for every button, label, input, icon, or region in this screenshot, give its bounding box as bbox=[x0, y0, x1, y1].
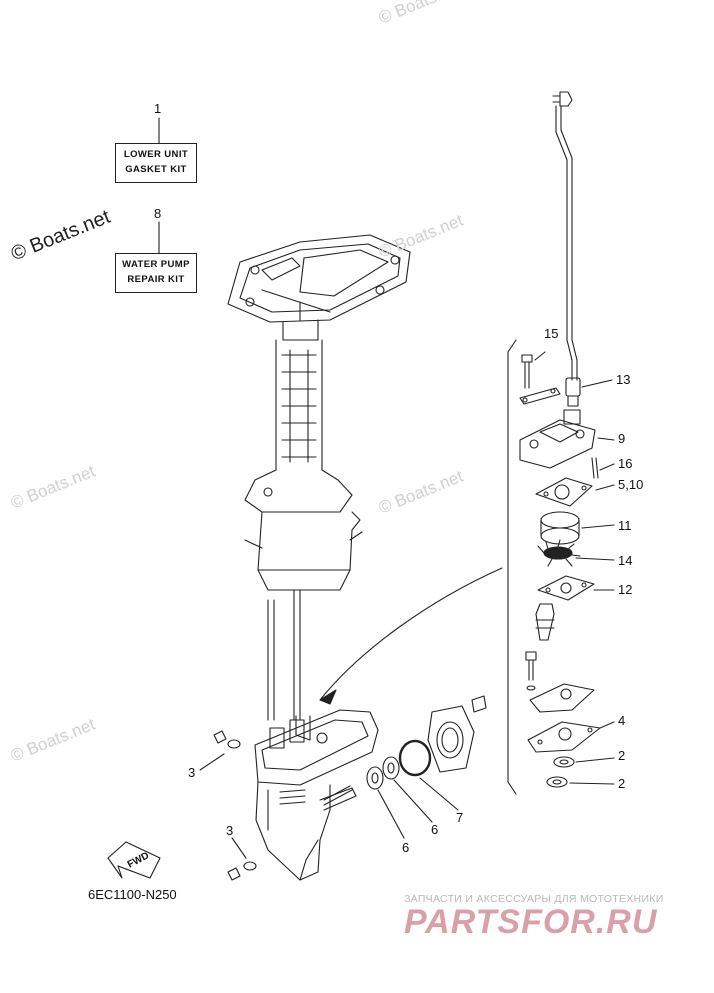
kit-8-label: WATER PUMP REPAIR KIT bbox=[115, 253, 197, 293]
part-11-cartridge bbox=[540, 511, 615, 545]
kit-8-line2: REPAIR KIT bbox=[127, 274, 185, 285]
kit-1-label: LOWER UNIT GASKET KIT bbox=[115, 143, 197, 183]
callout-4: 4 bbox=[618, 713, 626, 728]
banner-brand: PARTSFOR.RU bbox=[404, 903, 658, 941]
callout-16: 16 bbox=[618, 456, 633, 471]
part-12-plate bbox=[537, 575, 615, 601]
shift-rod bbox=[552, 91, 578, 381]
callout-14: 14 bbox=[618, 553, 633, 568]
callout-12: 12 bbox=[618, 582, 633, 597]
callout-2b: 2 bbox=[618, 776, 626, 791]
drive-shaft-housing bbox=[244, 339, 363, 591]
kit-1-line1: LOWER UNIT bbox=[123, 149, 189, 160]
callout-6a: 6 bbox=[402, 840, 410, 855]
diagram-part-code: 6EC1100-N250 bbox=[88, 887, 177, 902]
kit-8-ref: 8 bbox=[154, 206, 162, 221]
callout-3b: 3 bbox=[226, 823, 234, 838]
pump-group-bracket bbox=[507, 339, 517, 795]
part-4-gasket bbox=[527, 721, 615, 753]
callout-11: 11 bbox=[618, 518, 632, 533]
part-9-pump-housing bbox=[519, 409, 615, 469]
drive-shaft bbox=[267, 589, 311, 741]
part-2-seal-b bbox=[546, 776, 615, 788]
part-15-bolt bbox=[519, 351, 561, 405]
part-13-grommet bbox=[565, 377, 613, 407]
kit-1-line2: GASKET KIT bbox=[125, 164, 187, 175]
lower-casing bbox=[254, 709, 379, 881]
bearing-carrier bbox=[427, 695, 487, 773]
part-6-washer-a bbox=[366, 766, 405, 839]
callout-5-10: 5,10 bbox=[618, 477, 644, 492]
callout-7: 7 bbox=[456, 810, 464, 825]
part-14-impeller bbox=[537, 539, 615, 567]
callout-2a: 2 bbox=[618, 748, 626, 763]
callout-13: 13 bbox=[616, 372, 631, 387]
part-2-seal-a bbox=[553, 756, 615, 768]
assembly-arrow bbox=[319, 567, 503, 705]
fwd-arrow-icon bbox=[107, 841, 161, 879]
kit-8-line1: WATER PUMP bbox=[122, 259, 190, 270]
callout-3a: 3 bbox=[188, 765, 196, 780]
part-16-pin bbox=[591, 457, 615, 479]
kit-1-ref: 1 bbox=[154, 101, 162, 116]
part-6-washer-b bbox=[382, 756, 433, 823]
part-3-screw-b bbox=[227, 837, 257, 881]
callout-9: 9 bbox=[618, 431, 626, 446]
banner-tagline: ЗАПЧАСТИ И АКСЕССУАРЫ ДЛЯ МОТОТЕХНИКИ bbox=[404, 893, 664, 905]
part-5-10-gasket bbox=[535, 477, 615, 507]
stud-bolt bbox=[323, 785, 353, 806]
callout-15: 15 bbox=[544, 326, 559, 341]
part-3-screw-a bbox=[199, 730, 241, 771]
callout-6b: 6 bbox=[431, 822, 439, 837]
part-7-oring bbox=[398, 739, 459, 811]
water-tube-connector bbox=[525, 603, 595, 713]
upper-casing bbox=[227, 234, 411, 341]
